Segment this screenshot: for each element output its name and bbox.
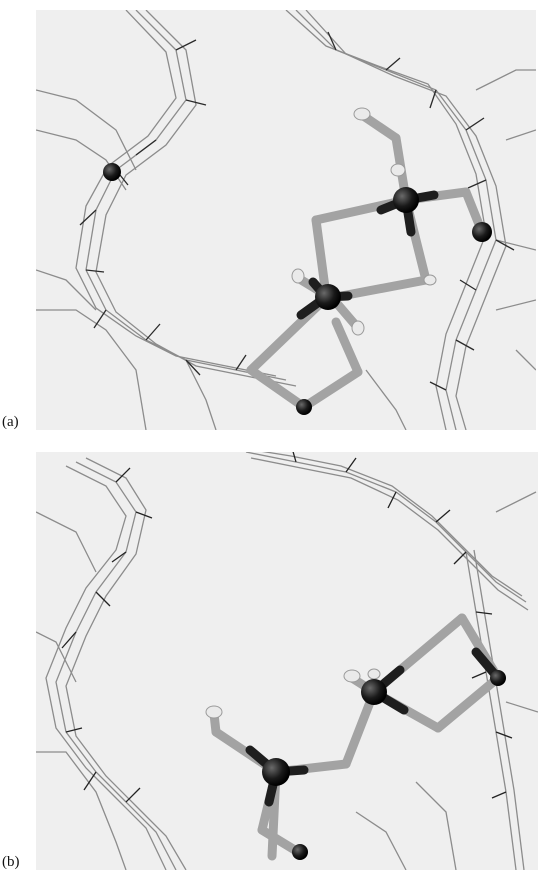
molecular-model-a-svg bbox=[36, 10, 536, 430]
panel-label-b: (b) bbox=[2, 854, 20, 870]
zeolite-framework bbox=[36, 452, 538, 870]
molecular-model-b-svg bbox=[36, 452, 538, 870]
molecular-model-panel-b bbox=[36, 452, 538, 870]
molecular-model-panel-a bbox=[36, 10, 536, 430]
adsorbed-molecule bbox=[103, 107, 492, 415]
zeolite-framework bbox=[36, 10, 536, 430]
panel-label-a: (a) bbox=[2, 414, 19, 430]
adsorbed-molecule bbox=[205, 613, 506, 861]
